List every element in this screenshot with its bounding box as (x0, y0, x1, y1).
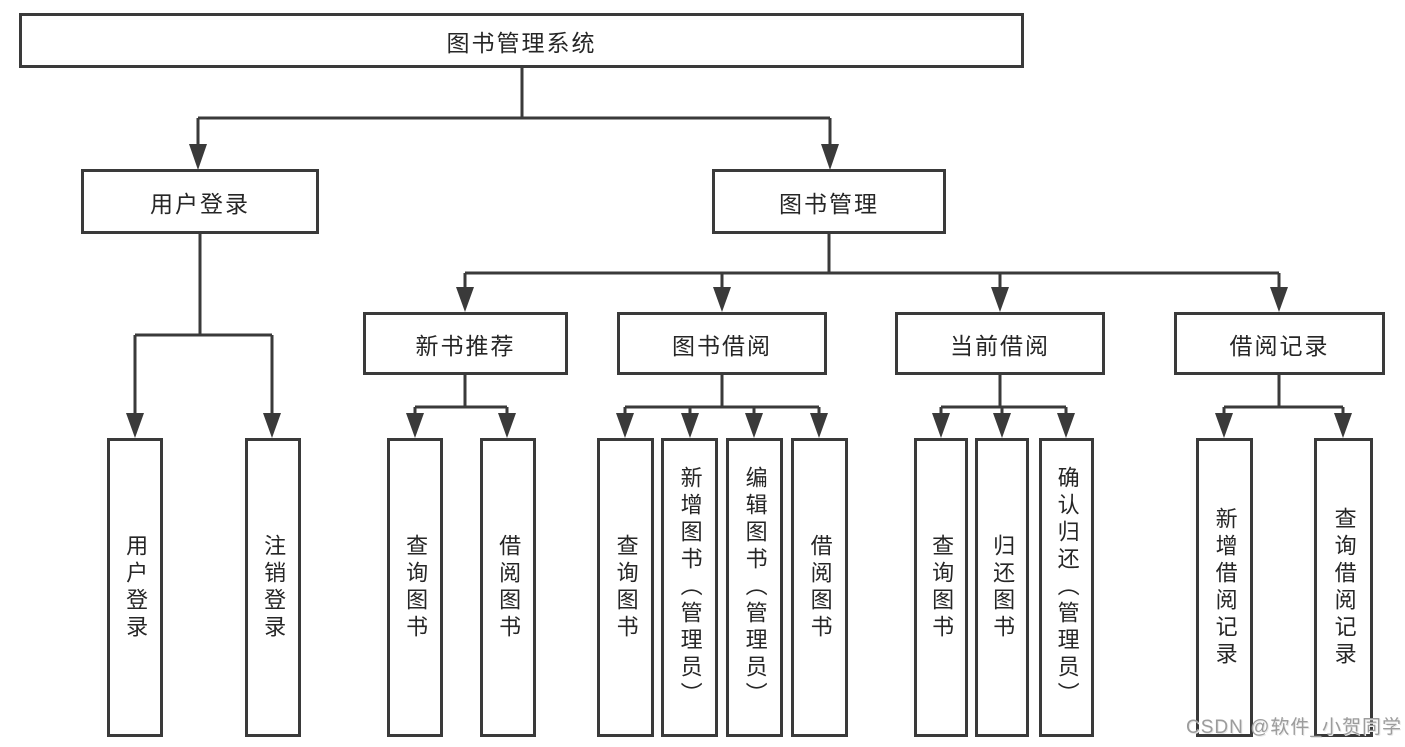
node-library-management-system: 图书管理系统 (19, 13, 1024, 68)
connector-book-mgmt (463, 234, 1281, 290)
arrow-down-icon (456, 287, 474, 312)
arrow-down-icon (498, 413, 516, 438)
leaf-edit-books-admin: 编辑图书（管理员） (726, 438, 783, 737)
node-book-borrow: 图书借阅 (617, 312, 827, 375)
connector-user-login (133, 234, 274, 416)
leaf-logout: 注销登录 (245, 438, 301, 737)
arrow-down-icon (1270, 287, 1288, 312)
leaf-borrow-books: 借阅图书 (791, 438, 848, 737)
arrow-down-icon (821, 144, 839, 170)
csdn-watermark: CSDN @软件_小贺同学 (1186, 717, 1402, 738)
arrowhead-icons (126, 144, 1352, 438)
connector-borrow-records (1222, 375, 1345, 416)
leaf-confirm-return-admin: 确认归还（管理员） (1039, 438, 1094, 737)
arrow-down-icon (713, 287, 731, 312)
arrow-down-icon (681, 413, 699, 438)
leaf-add-books-admin: 新增图书（管理员） (661, 438, 718, 737)
arrow-down-icon (126, 413, 144, 438)
arrow-down-icon (616, 413, 634, 438)
connector-book-borrow (623, 375, 821, 416)
arrow-down-icon (263, 413, 281, 438)
leaf-add-borrow-record: 新增借阅记录 (1196, 438, 1253, 737)
node-current-borrow: 当前借阅 (895, 312, 1105, 375)
leaf-borrow-books-recommend: 借阅图书 (480, 438, 536, 737)
arrow-down-icon (993, 413, 1011, 438)
leaf-query-books-current: 查询图书 (914, 438, 968, 737)
arrow-down-icon (189, 144, 207, 170)
arrow-down-icon (1334, 413, 1352, 438)
leaf-query-books-recommend: 查询图书 (387, 438, 443, 737)
node-new-book-recommend: 新书推荐 (363, 312, 568, 375)
leaf-user-login: 用户登录 (107, 438, 163, 737)
arrow-down-icon (1215, 413, 1233, 438)
arrow-down-icon (745, 413, 763, 438)
node-user-login: 用户登录 (81, 169, 319, 234)
node-borrow-records: 借阅记录 (1174, 312, 1385, 375)
arrow-down-icon (406, 413, 424, 438)
arrow-down-icon (932, 413, 950, 438)
connector-root (196, 68, 832, 147)
arrow-down-icon (1057, 413, 1075, 438)
node-book-management: 图书管理 (712, 169, 946, 234)
leaf-return-books: 归还图书 (975, 438, 1029, 737)
arrow-down-icon (810, 413, 828, 438)
leaf-query-books-borrow: 查询图书 (597, 438, 654, 737)
arrow-down-icon (991, 287, 1009, 312)
connector-current-borrow (939, 375, 1068, 416)
leaf-query-borrow-record: 查询借阅记录 (1314, 438, 1373, 737)
connector-new-books (413, 375, 509, 416)
